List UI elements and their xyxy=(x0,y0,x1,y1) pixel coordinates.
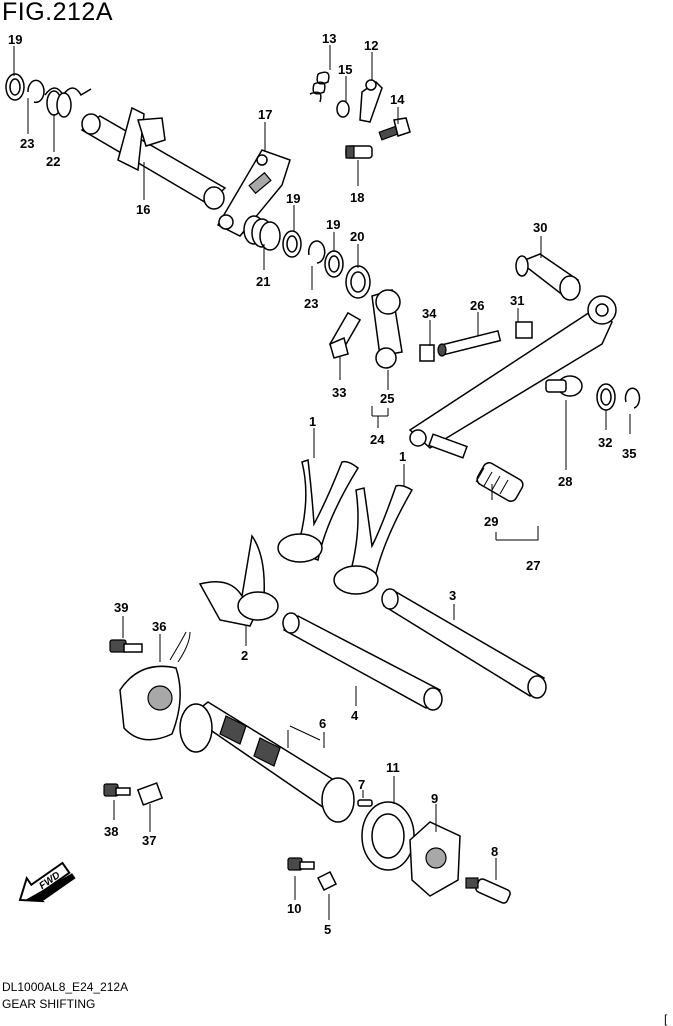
callout-10: 10 xyxy=(287,901,301,916)
callout-8: 8 xyxy=(491,844,498,859)
callout-36: 36 xyxy=(152,619,166,634)
part-fork-shaft-4 xyxy=(282,612,443,711)
part-shift-fork-2 xyxy=(198,534,279,627)
callout-2: 2 xyxy=(241,648,248,663)
callout-24: 24 xyxy=(370,432,385,447)
callout-27: 27 xyxy=(526,558,540,573)
part-circlip-23 xyxy=(27,79,45,104)
part-spring-21 xyxy=(243,215,281,251)
part-shift-fork-1b xyxy=(333,484,414,595)
part-bolt-10 xyxy=(287,857,315,871)
callout-29: 29 xyxy=(484,514,498,529)
part-rubber-29 xyxy=(475,462,524,502)
part-stud-30 xyxy=(515,253,581,301)
callout-14: 14 xyxy=(390,92,405,107)
figure-title: FIG.212A xyxy=(2,0,113,26)
part-pin-18 xyxy=(345,145,373,159)
callout-1: 1 xyxy=(399,449,406,464)
callout-4: 4 xyxy=(351,708,359,723)
callout-6: 6 xyxy=(319,716,326,731)
callout-37: 37 xyxy=(142,833,156,848)
part-washer-19b xyxy=(282,230,302,258)
part-link-12 xyxy=(359,79,383,123)
callout-15: 15 xyxy=(338,62,352,77)
part-ring-19 xyxy=(5,73,25,101)
callout-32: 32 xyxy=(598,435,612,450)
part-bearing-20 xyxy=(345,265,371,299)
part-shift-fork-1a xyxy=(277,458,359,563)
part-spring-22 xyxy=(44,87,92,118)
callout-19: 19 xyxy=(326,217,340,232)
part-bolt-33 xyxy=(328,311,362,359)
callout-31: 31 xyxy=(510,293,524,308)
callout-25: 25 xyxy=(380,391,394,406)
callout-22: 22 xyxy=(46,154,60,169)
part-cam-stopper-9 xyxy=(409,821,461,897)
part-pin-8 xyxy=(465,877,511,904)
part-plate-37 xyxy=(136,782,164,806)
part-bolt-14 xyxy=(378,117,411,141)
fwd-arrow-icon: FWD xyxy=(18,861,76,903)
callout-21: 21 xyxy=(256,274,270,289)
part-bearing-11 xyxy=(361,801,415,871)
callout-30: 30 xyxy=(533,220,547,235)
callout-3: 3 xyxy=(449,588,456,603)
model-code: DL1000AL8_E24_212A xyxy=(2,980,129,994)
callout-23: 23 xyxy=(304,296,318,311)
part-pivot-28b xyxy=(545,375,583,397)
callout-5: 5 xyxy=(324,922,331,937)
part-washer-5 xyxy=(316,870,338,892)
part-sensor-36 xyxy=(119,631,191,741)
part-fork-shaft-3 xyxy=(381,588,547,699)
callout-12: 12 xyxy=(364,38,378,53)
part-nut-31 xyxy=(515,321,533,339)
callout-17: 17 xyxy=(258,107,272,122)
callout-34: 34 xyxy=(422,306,437,321)
part-link-rod-24 xyxy=(371,289,403,369)
callout-33: 33 xyxy=(332,385,346,400)
callout-7: 7 xyxy=(358,777,365,792)
part-pin-7 xyxy=(357,799,373,807)
callout-39: 39 xyxy=(114,600,128,615)
part-shift-arm-17 xyxy=(216,149,291,237)
callout-28: 28 xyxy=(558,474,572,489)
part-rod-26 xyxy=(437,329,502,357)
callout-19: 19 xyxy=(286,191,300,206)
callout-18: 18 xyxy=(350,190,364,205)
part-washer-32 xyxy=(596,383,616,411)
callout-26: 26 xyxy=(470,298,484,313)
part-shift-shaft-16 xyxy=(80,106,227,210)
part-circlip-35 xyxy=(624,387,641,409)
corner-mark: [ xyxy=(664,1012,668,1026)
part-gearshift-cam-6 xyxy=(179,701,355,823)
part-washer-15 xyxy=(336,100,350,118)
callout-16: 16 xyxy=(136,202,150,217)
part-bolt-38 xyxy=(103,783,131,797)
part-nut-34 xyxy=(419,344,435,362)
part-spring-13 xyxy=(309,71,330,103)
part-gearshift-lever-28 xyxy=(408,295,617,459)
callout-35: 35 xyxy=(622,446,636,461)
part-washer-19c xyxy=(324,250,344,278)
callout-9: 9 xyxy=(431,791,438,806)
part-bolt-39 xyxy=(109,639,143,653)
callout-38: 38 xyxy=(104,824,118,839)
callout-13: 13 xyxy=(322,31,336,46)
callout-11: 11 xyxy=(386,760,400,775)
figure-caption: GEAR SHIFTING xyxy=(2,997,96,1011)
callout-23: 23 xyxy=(20,136,34,151)
part-circlip-23b xyxy=(307,240,326,264)
callout-1: 1 xyxy=(309,414,316,429)
callout-20: 20 xyxy=(350,229,364,244)
callout-19: 19 xyxy=(8,32,22,47)
